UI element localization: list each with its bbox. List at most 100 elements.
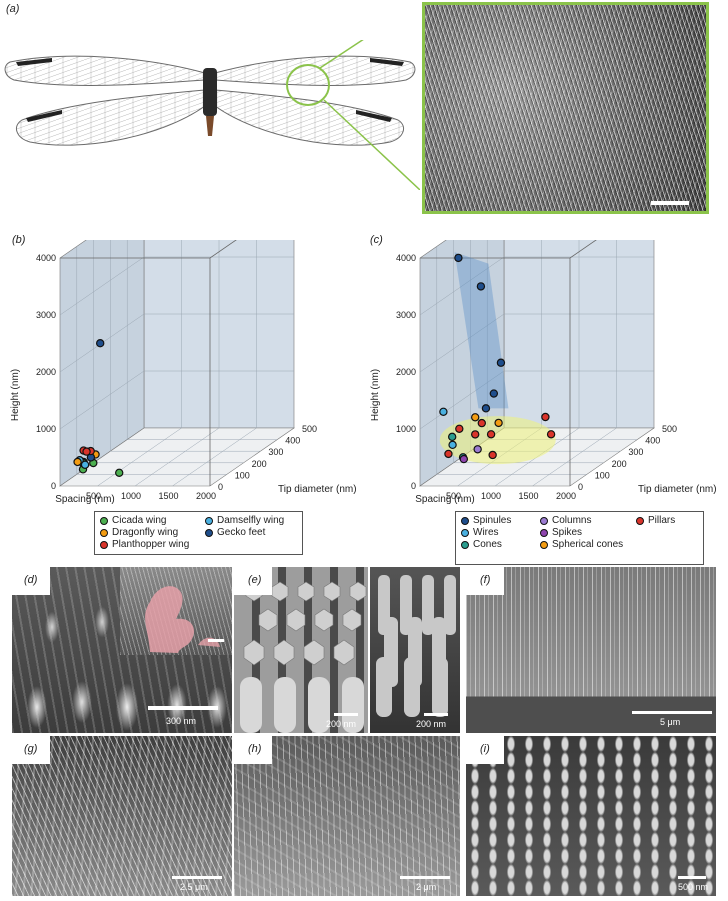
data-point	[82, 447, 91, 456]
label-box-f	[466, 567, 504, 595]
grid-line-spacing	[532, 240, 617, 487]
grid-line-tip	[453, 240, 604, 464]
panel-label-a: (a)	[6, 3, 20, 15]
legend-item-dragonfly: Dragonfly wing	[100, 527, 178, 538]
pillars-region	[439, 416, 556, 465]
tick-label-height: 0	[411, 481, 416, 491]
sem-image-e-columns: 200 nm	[370, 567, 460, 733]
tick-label-tip: 500	[662, 424, 677, 434]
axis-label-tip: Tip diameter (nm)	[278, 484, 357, 495]
legend-item-gecko: Gecko feet	[205, 527, 265, 538]
legend-item-pillars: Pillars	[636, 515, 675, 526]
tick-label-spacing: 1000	[121, 491, 141, 501]
grid-line-tip	[76, 246, 227, 475]
dragonfly-wings-illustration	[4, 40, 420, 190]
scale-text-i: 500 nm	[678, 882, 709, 892]
wing-sem-image	[422, 2, 709, 214]
data-point	[473, 445, 482, 454]
spinules-region	[454, 252, 509, 409]
grid-line-spacing	[172, 240, 257, 487]
data-point	[459, 454, 469, 464]
legend-item-planthopper: Planthopper wing	[100, 539, 189, 550]
grid-line-spacing	[97, 240, 182, 487]
grid-line-height	[419, 313, 654, 373]
sem-image-d: 300 nm	[12, 567, 232, 733]
grid-line-height	[59, 370, 294, 430]
data-point	[455, 424, 464, 433]
legend-swatch-spherical-cones	[540, 540, 548, 549]
data-point	[546, 430, 556, 439]
legend-swatch-gecko	[205, 528, 213, 537]
legend-swatch-columns	[540, 516, 548, 525]
data-point	[477, 418, 487, 428]
scale-text-d: 300 nm	[166, 716, 197, 726]
panel-label-g: (g)	[24, 743, 38, 755]
tick-label-height: 4000	[36, 253, 56, 263]
tick-label-tip: 100	[595, 470, 610, 480]
label-box-e	[234, 567, 272, 595]
tick-label-height: 2000	[396, 367, 416, 377]
sem-image-f: 5 μm	[466, 567, 716, 733]
data-point	[447, 432, 457, 442]
label-box-i	[466, 736, 504, 764]
scale-text-e1: 200 nm	[326, 719, 357, 729]
panel-label-d: (d)	[24, 574, 38, 586]
scale-bar-i	[678, 876, 706, 879]
legend-item-columns: Columns	[540, 515, 591, 526]
panel-label-i: (i)	[480, 743, 490, 755]
data-point	[541, 412, 550, 422]
axis-label-height: Height (nm)	[370, 369, 381, 421]
legend-b: Cicada wing Damselfly wing Dragonfly win…	[94, 511, 303, 555]
hex-pillar-pattern	[240, 581, 367, 733]
data-point	[80, 460, 90, 469]
data-point	[95, 338, 105, 348]
legend-item-spherical-cones: Spherical cones	[540, 539, 623, 550]
legend-swatch-dragonfly	[100, 528, 108, 537]
legend-swatch-damselfly	[205, 516, 213, 525]
scale-bar-d	[148, 706, 218, 710]
grid-line-spacing	[134, 240, 220, 487]
tick-label-tip: 200	[612, 459, 627, 469]
tick-label-spacing: 500	[86, 491, 101, 501]
legend-swatch-spinules	[461, 516, 469, 525]
legend-item-wires: Wires	[461, 527, 499, 538]
legend-item-spinules: Spinules	[461, 515, 511, 526]
scale-bar-e2	[424, 713, 448, 716]
data-point	[496, 358, 506, 367]
tick-label-tip: 300	[628, 447, 643, 457]
data-point	[486, 430, 496, 439]
tick-label-spacing: 1000	[481, 491, 501, 501]
data-point	[115, 468, 124, 478]
tick-label-tip: 300	[268, 447, 283, 457]
axis-label-tip: Tip diameter (nm)	[638, 484, 717, 495]
legend-item-spikes: Spikes	[540, 527, 582, 538]
data-point	[439, 407, 448, 416]
axis-label-spacing: Spacing (nm)	[55, 494, 114, 505]
data-point	[73, 457, 82, 467]
tick-label-tip: 100	[235, 470, 250, 480]
grid-line-spacing	[494, 240, 580, 487]
axis-label-spacing: Spacing (nm)	[415, 494, 474, 505]
grid-line-height	[59, 313, 294, 373]
data-point	[470, 430, 480, 439]
data-point	[470, 413, 480, 422]
inset-sem-d	[120, 567, 232, 655]
grid-line-tip	[126, 240, 278, 440]
tick-label-tip: 500	[302, 424, 317, 434]
data-point	[444, 449, 453, 459]
tick-label-spacing: 500	[446, 491, 461, 501]
tick-label-spacing: 2000	[196, 491, 216, 501]
scale-bar-e1	[334, 713, 358, 716]
tick-label-tip: 400	[645, 436, 660, 446]
grid-line-height	[419, 256, 654, 316]
sem-image-i: 500 nm	[466, 736, 716, 896]
tick-label-tip: 400	[285, 436, 300, 446]
scale-bar-f	[632, 711, 712, 714]
scale-bar-d-inset	[208, 639, 224, 642]
legend-swatch-planthopper	[100, 540, 108, 549]
panel-label-b: (b)	[12, 234, 26, 246]
sem-image-e-hexagonal: 200 nm	[234, 567, 368, 733]
tick-label-spacing: 2000	[556, 491, 576, 501]
scale-text-e2: 200 nm	[416, 719, 447, 729]
